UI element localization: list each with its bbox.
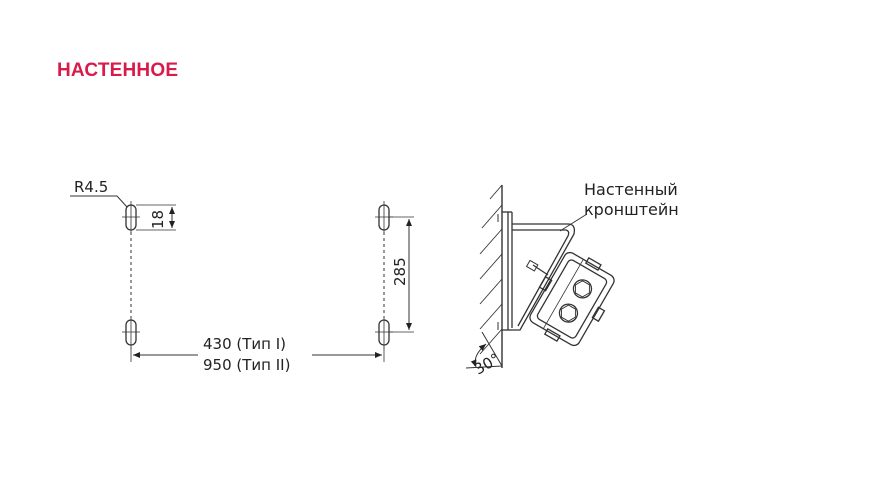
- hole-layout-plan: [70, 195, 414, 362]
- tilt-angle-indicator: [465, 331, 503, 369]
- lamp-housing: [529, 251, 615, 347]
- slot-height-label: 18: [149, 210, 167, 229]
- wall-bracket: [497, 211, 576, 331]
- page-title: НАСТЕННОЕ: [57, 60, 179, 81]
- bracket-leader: [559, 213, 588, 232]
- vertical-spacing-label: 285: [391, 257, 409, 286]
- horizontal-spacing-type1-label: 430 (Тип I): [203, 335, 286, 353]
- tilt-angle-label: 30°: [471, 350, 503, 379]
- horizontal-spacing-type2-label: 950 (Тип II): [203, 356, 290, 374]
- mounting-slot-bottom-left: [122, 316, 140, 349]
- side-view: [465, 184, 615, 369]
- mounting-slot-bottom-right: [375, 316, 393, 349]
- mounting-slot-top-right: [375, 201, 393, 234]
- radius-label: R4.5: [74, 178, 108, 196]
- bracket-label-line1: Настенный: [584, 180, 678, 199]
- wall-hatching: [479, 184, 503, 355]
- radius-leader: [70, 195, 128, 208]
- mounting-slot-top-left: [122, 201, 140, 234]
- bracket-label-line2: кронштейн: [584, 200, 679, 219]
